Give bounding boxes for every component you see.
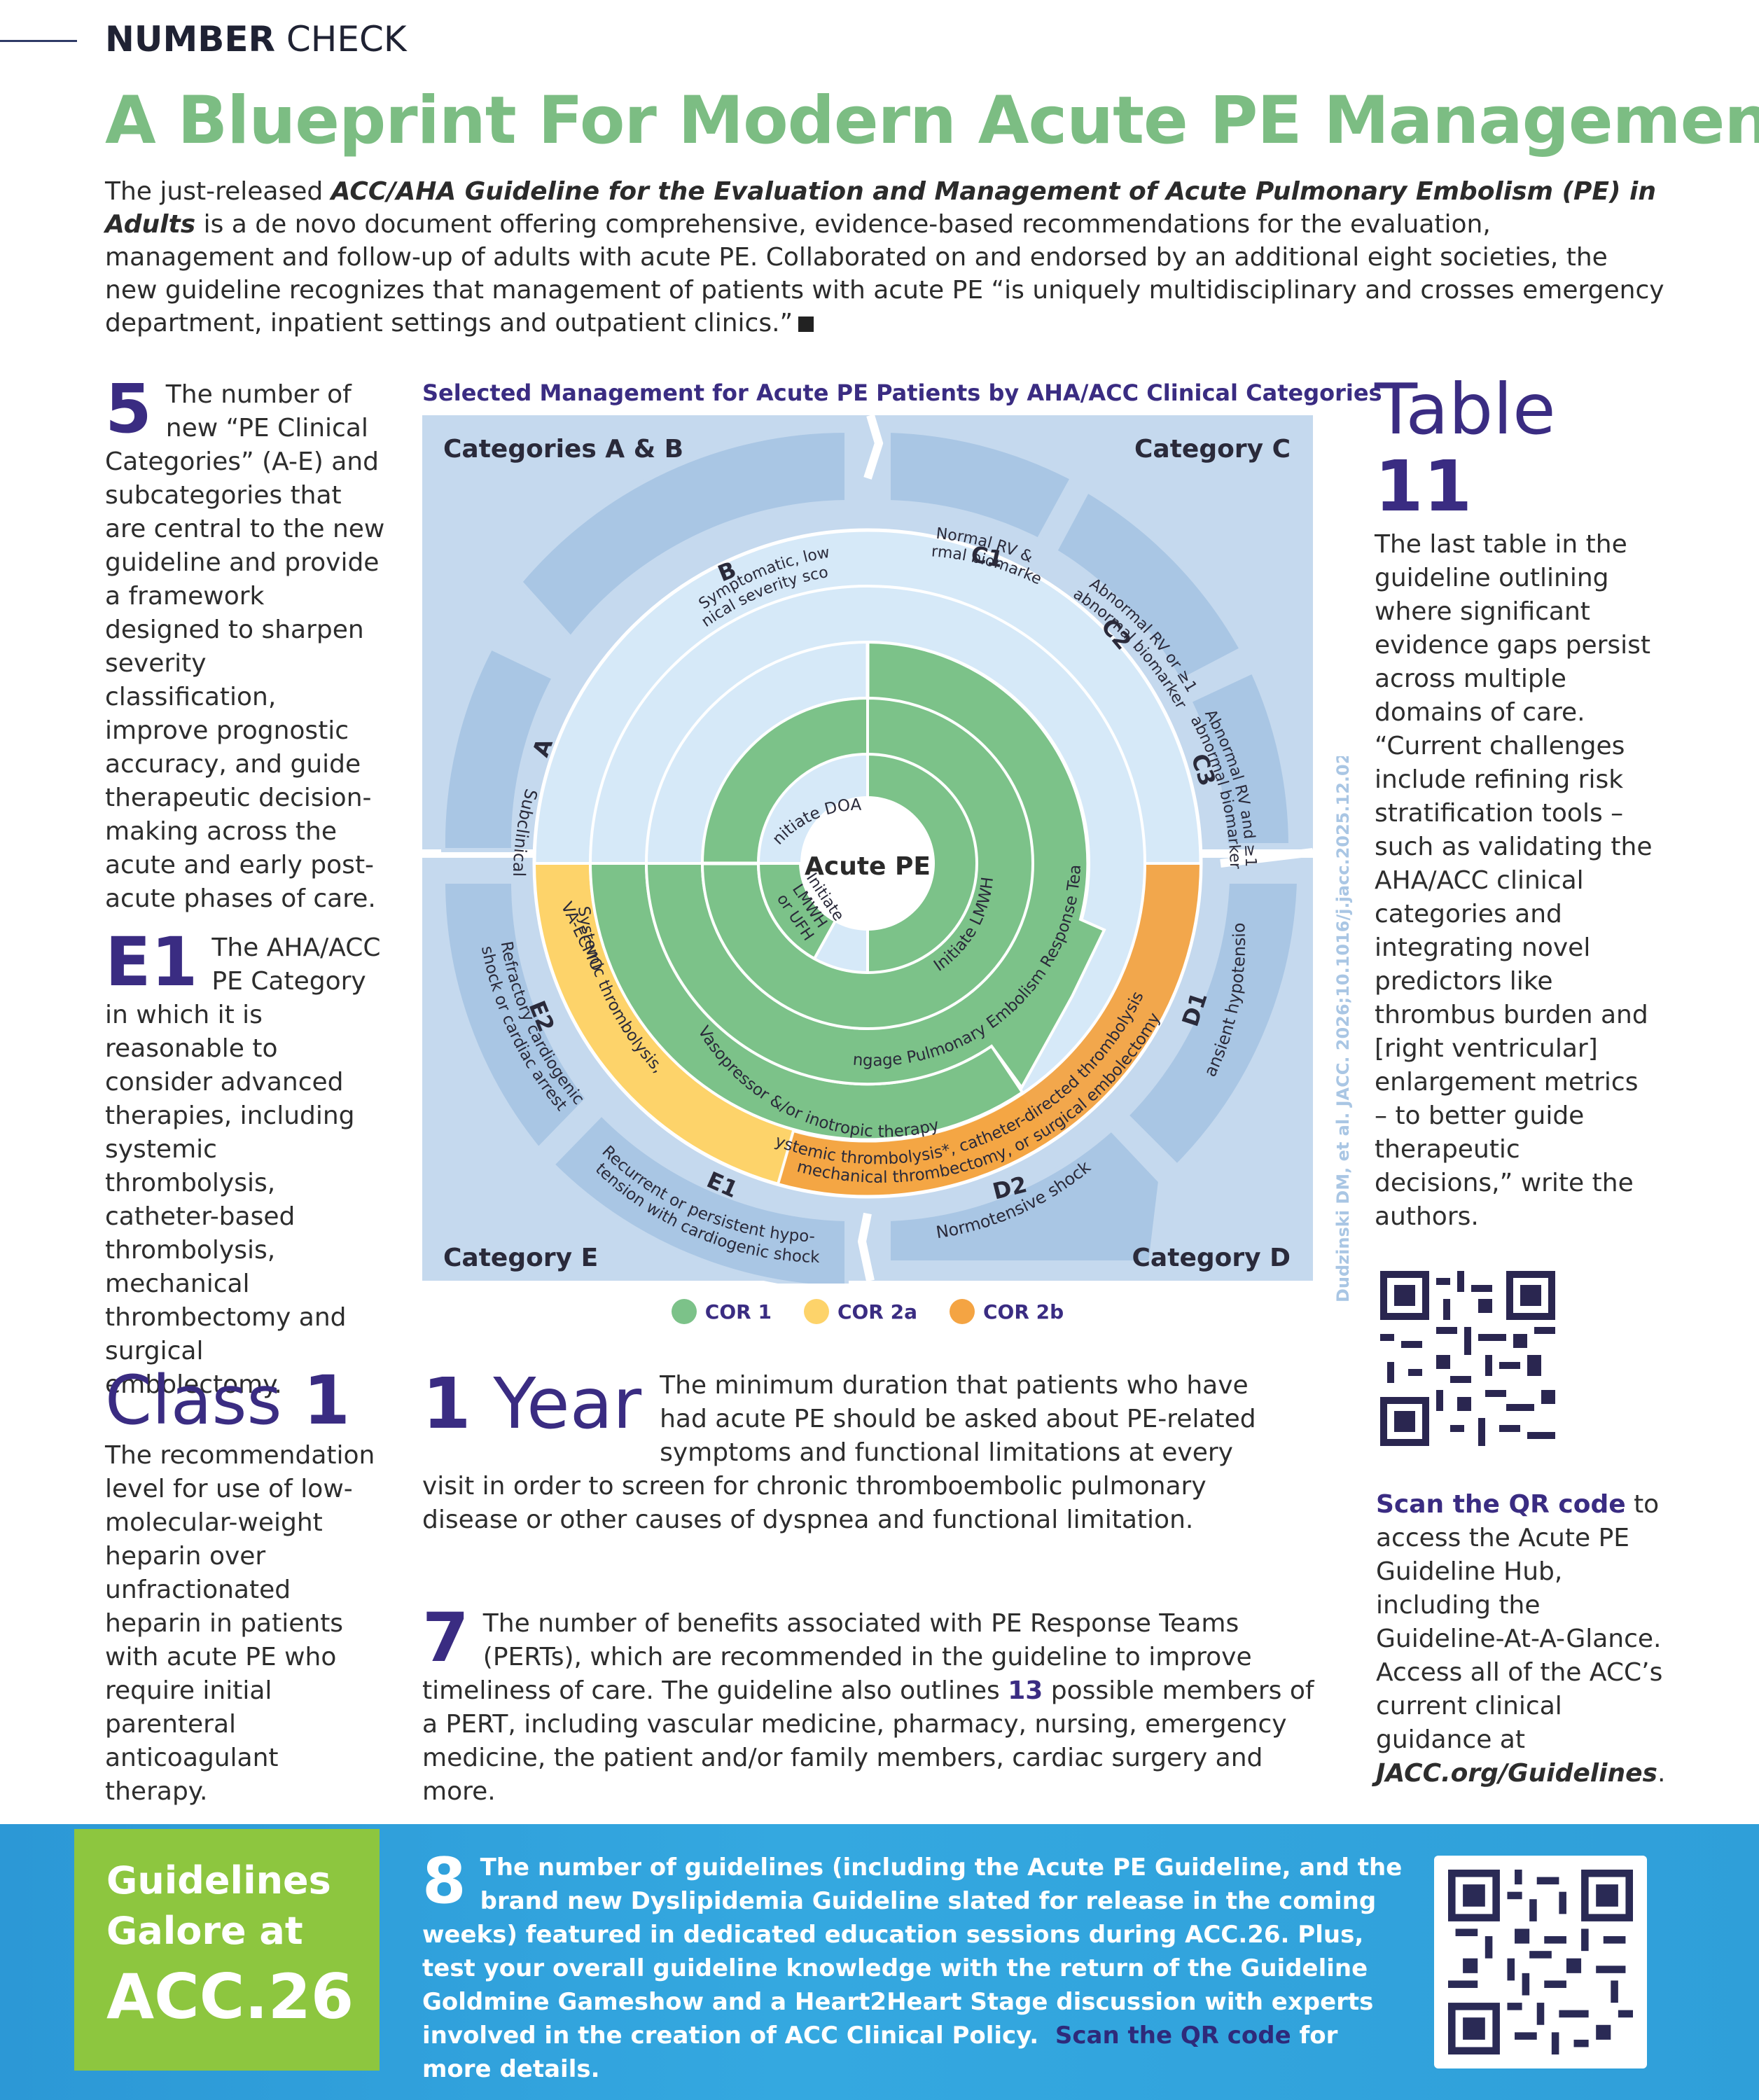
- page-title: A Blueprint For Modern Acute PE Manageme…: [105, 83, 1759, 159]
- box-line-2: Galore at: [106, 1909, 303, 1953]
- stat-class-1: Class 1 The recommendation level for use…: [105, 1362, 385, 1809]
- stat-8-number: 8: [422, 1844, 466, 1918]
- legend-cor1: COR 1: [671, 1299, 772, 1324]
- stat-5-number: 5: [105, 370, 152, 448]
- pe-wheel-svg: Acute PE Categories A & B Category C Cat…: [422, 415, 1313, 1284]
- segment-d1: [1123, 879, 1302, 1169]
- stat-e1-number: E1: [105, 923, 198, 1001]
- center-circle: [800, 796, 935, 931]
- stat-7: 7 The number of benefits associated with…: [422, 1599, 1314, 1806]
- qr-scan-label: Scan the QR code: [1376, 1490, 1626, 1519]
- table-11-heading: Table 11: [1375, 368, 1556, 527]
- year-1-text: The minimum duration that patients who h…: [422, 1371, 1256, 1534]
- year-1-heading: 1 Year: [422, 1363, 642, 1445]
- end-mark-icon: [798, 317, 814, 332]
- bottom-qr-frame: [1434, 1856, 1647, 2068]
- legend-cor2a: COR 2a: [803, 1299, 917, 1324]
- cor2b-dot-icon: [950, 1299, 975, 1324]
- segment-b: [517, 428, 849, 641]
- quadrant-e-label: Category E: [443, 1244, 598, 1272]
- stat-e1-text: The AHA/ACC PE Category in which it is r…: [105, 933, 381, 1399]
- box-line-3: ACC.26: [106, 1961, 354, 2033]
- class-1-heading: Class 1: [105, 1361, 350, 1440]
- stat-5-text: The number of new “PE Clinical Categorie…: [105, 380, 385, 913]
- guidelines-galore-box: Guidelines Galore at ACC.26: [74, 1829, 380, 2071]
- segment-c2: [1052, 487, 1245, 685]
- segment-e2: [440, 879, 590, 1153]
- segment-e1: [549, 1111, 849, 1284]
- section-label: NUMBER CHECK: [105, 19, 407, 60]
- cor2a-dot-icon: [803, 1299, 829, 1324]
- quadrant-d-label: Category D: [1132, 1244, 1291, 1272]
- stat-5: 5 The number of new “PE Clinical Categor…: [105, 370, 385, 916]
- bottom-qr-code-icon[interactable]: [1448, 1870, 1633, 2054]
- legend: COR 1 COR 2a COR 2b: [422, 1299, 1313, 1324]
- svg-text:Dudzinski DM, et al. JACC. 202: Dudzinski DM, et al. JACC. 2026;10.1016/…: [1333, 756, 1353, 1302]
- bottom-stat-8: 8 The number of guidelines (including th…: [422, 1844, 1403, 2084]
- segment-c3: [1186, 668, 1293, 847]
- table-11-text: The last table in the guideline outlinin…: [1375, 530, 1653, 1231]
- quadrant-ab-label: Categories A & B: [443, 435, 683, 464]
- pe-management-diagram: Selected Management for Acute PE Patient…: [422, 375, 1382, 1324]
- intro-paragraph: The just-released ACC/AHA Guideline for …: [105, 177, 1664, 338]
- citation: Dudzinski DM, et al. JACC. 2026;10.1016/…: [1333, 756, 1353, 1302]
- guidelines-link[interactable]: JACC.org/Guidelines: [1376, 1759, 1657, 1788]
- qr-block: Scan the QR code to access the Acute PE …: [1376, 1271, 1670, 1790]
- header-rule: [0, 40, 77, 42]
- stat-1-year: 1 Year The minimum duration that patient…: [422, 1369, 1284, 1537]
- class-1-text: The recommendation level for use of low-…: [105, 1441, 375, 1806]
- stat-13-highlight: 13: [1008, 1676, 1043, 1705]
- lmwh-band: [700, 696, 1034, 1031]
- segment-d2: [887, 1126, 1163, 1265]
- bottom-scan-label: Scan the QR code: [1055, 2022, 1291, 2050]
- box-line-1: Guidelines: [106, 1858, 331, 1903]
- diagram-title: Selected Management for Acute PE Patient…: [422, 380, 1382, 406]
- quadrant-c-label: Category C: [1134, 435, 1291, 464]
- qr-text: to access the Acute PE Guideline Hub, in…: [1376, 1490, 1663, 1754]
- qr-code-icon[interactable]: [1380, 1271, 1555, 1446]
- stat-7-number: 7: [422, 1599, 469, 1677]
- legend-cor2b: COR 2b: [950, 1299, 1064, 1324]
- segment-a: [440, 645, 557, 852]
- segment-c1-code: C1: [968, 541, 1006, 573]
- stat-e1: E1 The AHA/ACC PE Category in which it i…: [105, 923, 385, 1402]
- cor1-dot-icon: [671, 1299, 697, 1324]
- center-label: Acute PE: [805, 852, 931, 881]
- stat-table-11: Table 11 The last table in the guideline…: [1375, 371, 1655, 1234]
- segment-c1: [887, 428, 1076, 543]
- doac-band: [700, 696, 869, 865]
